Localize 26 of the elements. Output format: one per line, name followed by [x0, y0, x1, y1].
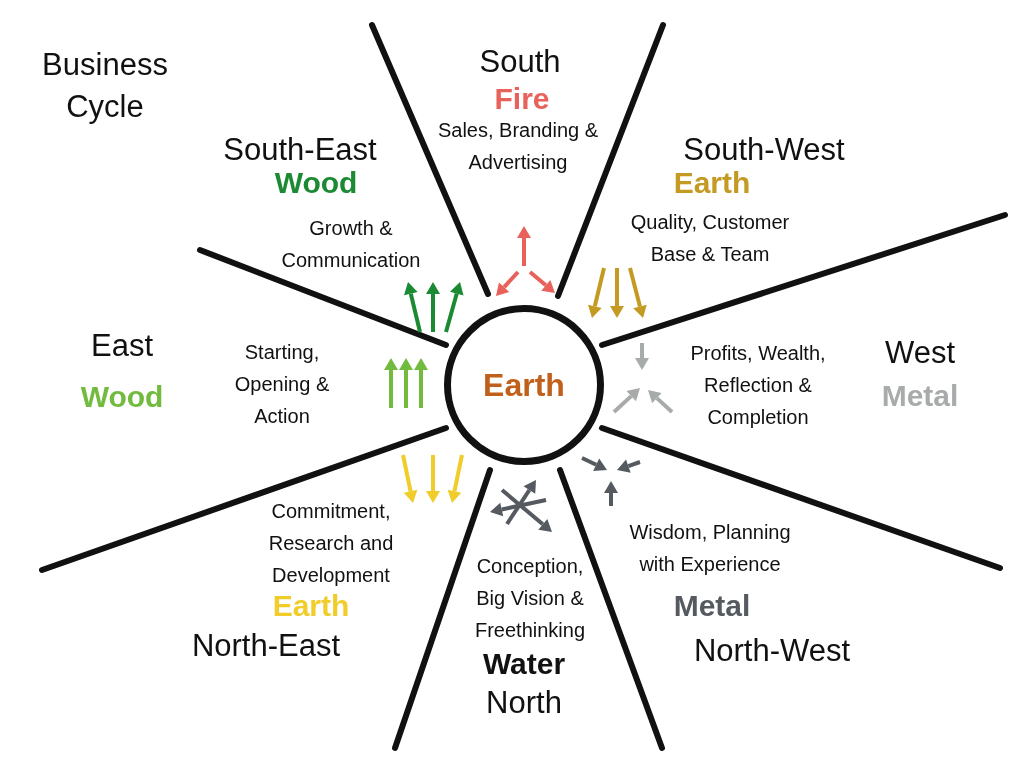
element-label: Earth [672, 168, 752, 198]
description-text: Commitment, Research and Development [267, 499, 395, 588]
element-label: Wood [273, 168, 359, 198]
title: Business Cycle [41, 46, 169, 126]
element-label: Fire [493, 84, 551, 114]
direction-label: South-East [222, 134, 378, 165]
element-label: Wood [79, 382, 165, 412]
direction-label: East [90, 330, 154, 361]
direction-label: South-West [682, 134, 846, 165]
description-text: Conception, Big Vision & Freethinking [473, 554, 587, 643]
description-text: Starting, Opening & Action [233, 340, 331, 429]
element-label: Water [481, 649, 567, 679]
element-label: Metal [672, 591, 752, 621]
direction-label: North-East [190, 630, 342, 661]
element-label: Earth [483, 366, 565, 404]
description-text: Profits, Wealth, Reflection & Completion [689, 341, 827, 430]
direction-label: North-West [692, 635, 852, 666]
description-text: Growth & Communication [280, 216, 422, 273]
element-label: Earth [271, 591, 351, 621]
description-text: Sales, Branding & Advertising [436, 118, 600, 175]
direction-label: West [883, 337, 957, 368]
direction-label: South [478, 46, 562, 77]
description-text: Wisdom, Planning with Experience [628, 520, 792, 577]
direction-label: North [485, 687, 563, 718]
description-text: Quality, Customer Base & Team [629, 210, 791, 267]
element-label: Metal [880, 381, 960, 411]
